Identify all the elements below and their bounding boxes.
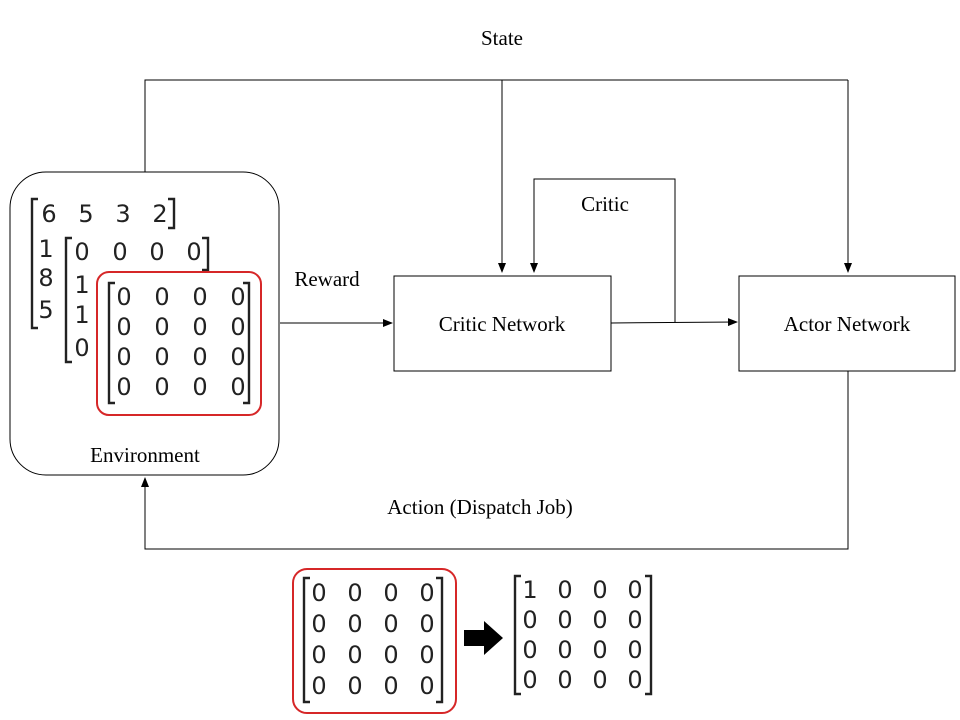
action-label: Action (Dispatch Job): [387, 495, 572, 519]
matrix-cell: 0: [192, 283, 207, 311]
matrix-cell: 0: [154, 313, 169, 341]
matrix-cell: 0: [192, 313, 207, 341]
matrix-cell: 0: [419, 579, 434, 607]
after-matrix-left-bracket: [513, 574, 521, 696]
matrix-cell: 5: [38, 296, 53, 324]
matrix-cell: 0: [383, 672, 398, 700]
outer-matrix-top-row: 6 5 3 2: [41, 200, 167, 228]
matrix-cell: 1: [522, 576, 537, 604]
matrix-cell: 0: [154, 343, 169, 371]
matrix-cell: 0: [311, 641, 326, 669]
matrix-cell: 0: [419, 672, 434, 700]
matrix-cell: 0: [112, 238, 127, 266]
before-matrix-frame: [292, 568, 457, 714]
middle-matrix-top-row: 0 0 0 0: [74, 238, 201, 266]
matrix-cell: 3: [115, 200, 130, 228]
matrix-cell: 0: [557, 666, 572, 694]
matrix-cell: 0: [311, 610, 326, 638]
matrix-cell: 0: [522, 636, 537, 664]
after-matrix-right-bracket: [645, 574, 653, 696]
matrix-cell: 0: [149, 238, 164, 266]
matrix-cell: 0: [627, 636, 642, 664]
matrix-cell: 6: [41, 200, 56, 228]
before-matrix-left-bracket: [302, 576, 310, 704]
matrix-cell: 1: [74, 271, 89, 299]
state-label: State: [481, 26, 523, 50]
matrix-cell: 0: [557, 576, 572, 604]
outer-matrix-right-bracket: [168, 197, 176, 230]
matrix-cell: 1: [74, 301, 89, 329]
matrix-cell: 0: [592, 636, 607, 664]
matrix-cell: 0: [592, 666, 607, 694]
matrix-cell: 0: [347, 641, 362, 669]
matrix-cell: 0: [522, 666, 537, 694]
actor-network-box: [738, 275, 956, 372]
matrix-cell: 0: [592, 576, 607, 604]
matrix-cell: 0: [627, 606, 642, 634]
matrix-cell: 0: [592, 606, 607, 634]
matrix-cell: 0: [116, 373, 131, 401]
inner-matrix-left-bracket: [107, 281, 115, 405]
action-line: [141, 371, 849, 550]
matrix-cell: 0: [154, 283, 169, 311]
matrix-cell: 0: [383, 610, 398, 638]
outer-matrix-left-column: 1 8 5: [38, 235, 53, 324]
matrix-cell: 0: [347, 610, 362, 638]
matrix-cell: 0: [230, 283, 245, 311]
matrix-cell: 0: [230, 313, 245, 341]
matrix-cell: 0: [116, 343, 131, 371]
matrix-cell: 0: [347, 579, 362, 607]
middle-matrix-left-bracket: [64, 236, 72, 364]
environment-label: Environment: [90, 443, 200, 467]
actor-network-label: Actor Network: [784, 312, 911, 336]
outer-matrix-left-bracket: [30, 197, 38, 330]
matrix-cell: 0: [230, 373, 245, 401]
matrix-cell: 0: [419, 610, 434, 638]
matrix-cell: 0: [522, 606, 537, 634]
matrix-cell: 0: [311, 579, 326, 607]
matrix-cell: 0: [627, 666, 642, 694]
inner-matrix-right-bracket: [243, 281, 251, 405]
matrix-cell: 0: [383, 579, 398, 607]
before-matrix-right-bracket: [436, 576, 444, 704]
matrix-cell: 0: [557, 636, 572, 664]
matrix-cell: 0: [192, 343, 207, 371]
matrix-cell: 0: [154, 373, 169, 401]
state-line-top: [144, 79, 848, 172]
matrix-cell: 0: [74, 334, 89, 362]
matrix-cell: 0: [347, 672, 362, 700]
matrix-cell: 0: [74, 238, 89, 266]
matrix-cell: 0: [311, 672, 326, 700]
matrix-cell: 0: [230, 343, 245, 371]
critic-to-actor-arrow: [610, 318, 738, 327]
matrix-cell: 0: [116, 283, 131, 311]
matrix-cell: 0: [627, 576, 642, 604]
matrix-cell: 0: [186, 238, 201, 266]
right-arrow-icon: [464, 621, 503, 655]
matrix-cell: 0: [557, 606, 572, 634]
critic-loop-label: Critic: [581, 192, 629, 216]
matrix-cell: 0: [419, 641, 434, 669]
matrix-cell: 0: [116, 313, 131, 341]
matrix-cell: 1: [38, 235, 53, 263]
middle-matrix-right-bracket: [202, 236, 210, 272]
environment-box: [9, 171, 280, 476]
matrix-cell: 0: [192, 373, 207, 401]
critic-network-box: [393, 275, 612, 372]
reward-label: Reward: [294, 267, 360, 291]
matrix-cell: 0: [383, 641, 398, 669]
matrix-cell: 5: [78, 200, 93, 228]
critic-loop-line: [530, 178, 676, 322]
matrix-cell: 2: [152, 200, 167, 228]
highlighted-job-matrix-frame: [96, 271, 262, 416]
matrix-cell: 8: [38, 264, 53, 292]
middle-matrix-left-column: 1 1 0: [74, 271, 89, 362]
critic-network-label: Critic Network: [439, 312, 566, 336]
